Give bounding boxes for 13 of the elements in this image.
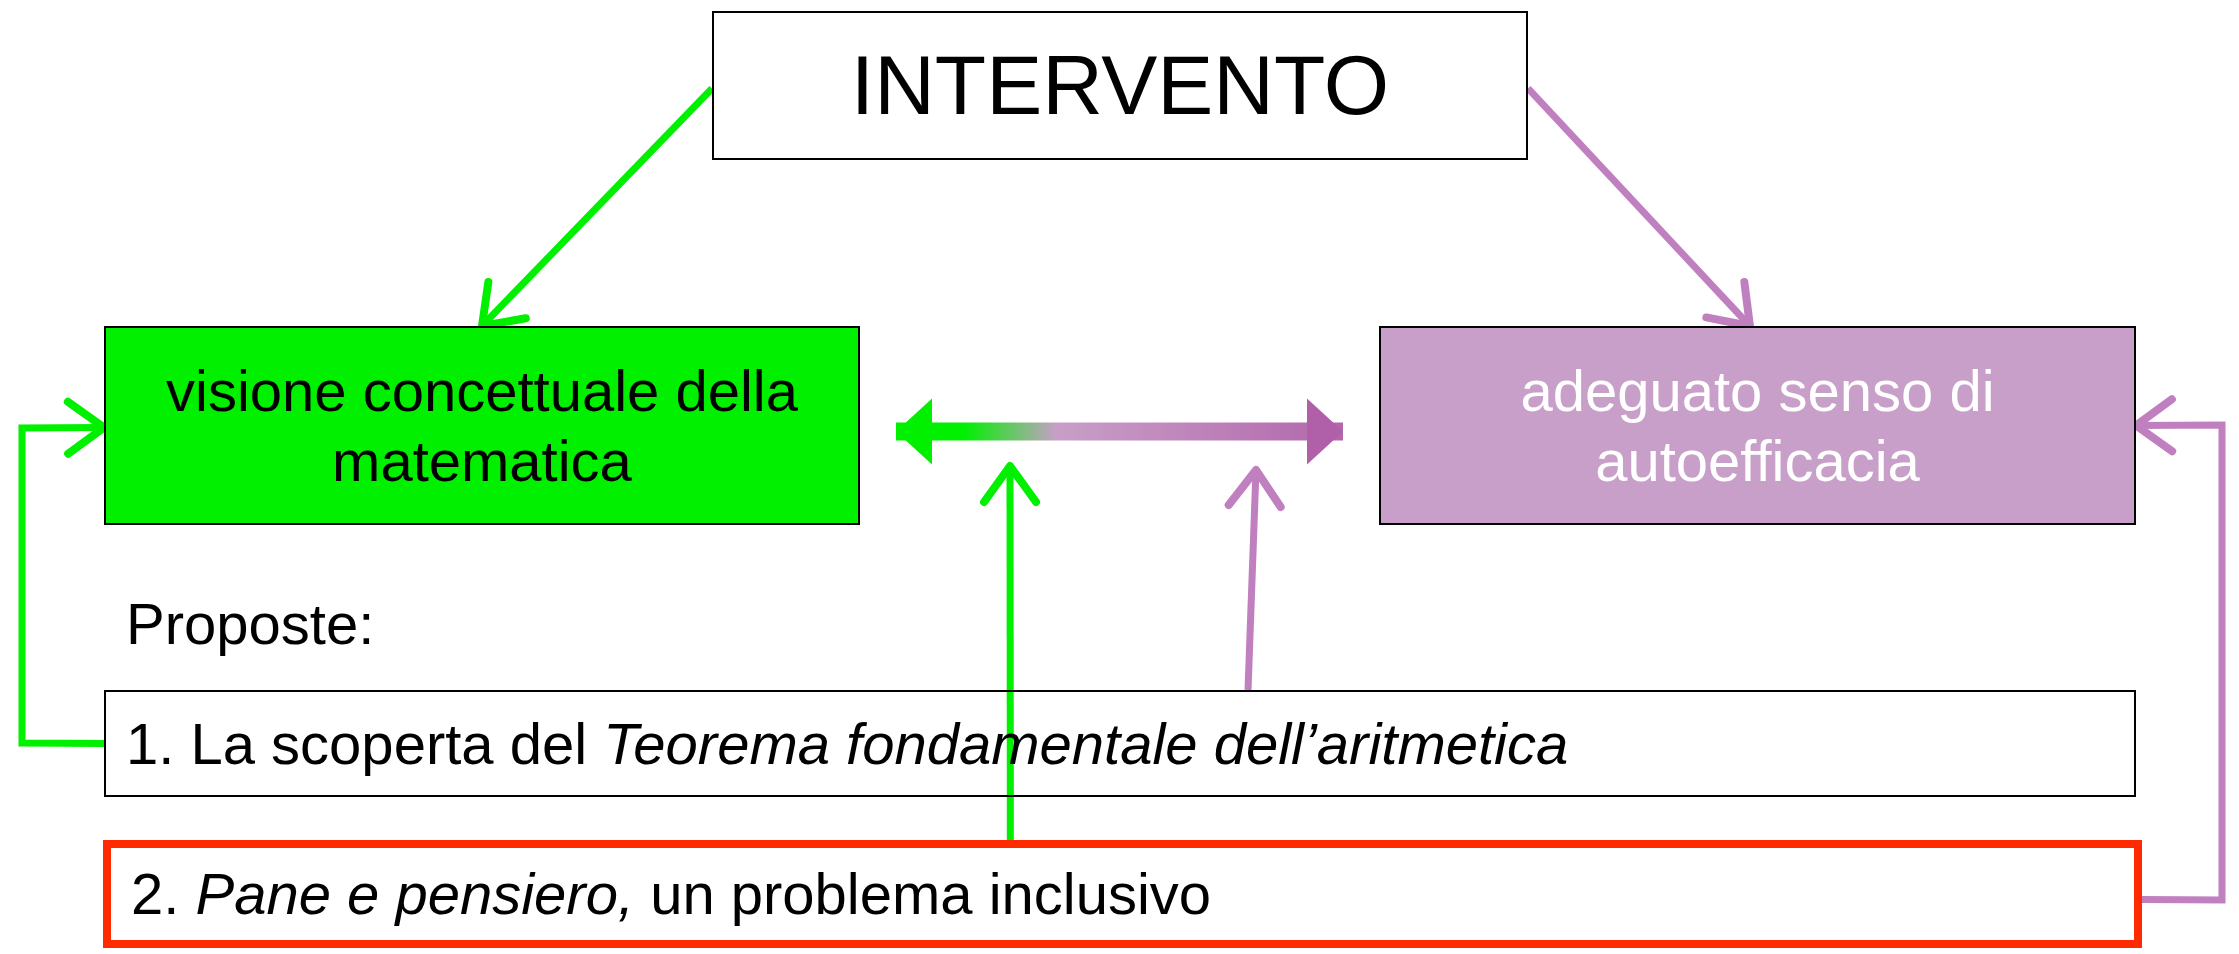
concept-box bbox=[104, 326, 860, 525]
arrow bbox=[1224, 466, 1285, 691]
self-efficacy-box bbox=[1379, 326, 2136, 525]
highlighted-proposal-box bbox=[103, 840, 2142, 948]
box-text: adeguato senso di autoefficacia bbox=[1519, 356, 1996, 495]
double-arrow bbox=[896, 398, 1343, 465]
proposal-box bbox=[104, 690, 2136, 797]
section-heading: Proposte: bbox=[126, 590, 375, 657]
title-box bbox=[712, 11, 1528, 160]
box-text: INTERVENTO bbox=[850, 37, 1390, 135]
arrow bbox=[980, 462, 1041, 840]
box-text: 2. Pane e pensiero, un problema inclusivo bbox=[131, 860, 1212, 929]
box-text: visione concettuale della matematica bbox=[165, 356, 799, 495]
